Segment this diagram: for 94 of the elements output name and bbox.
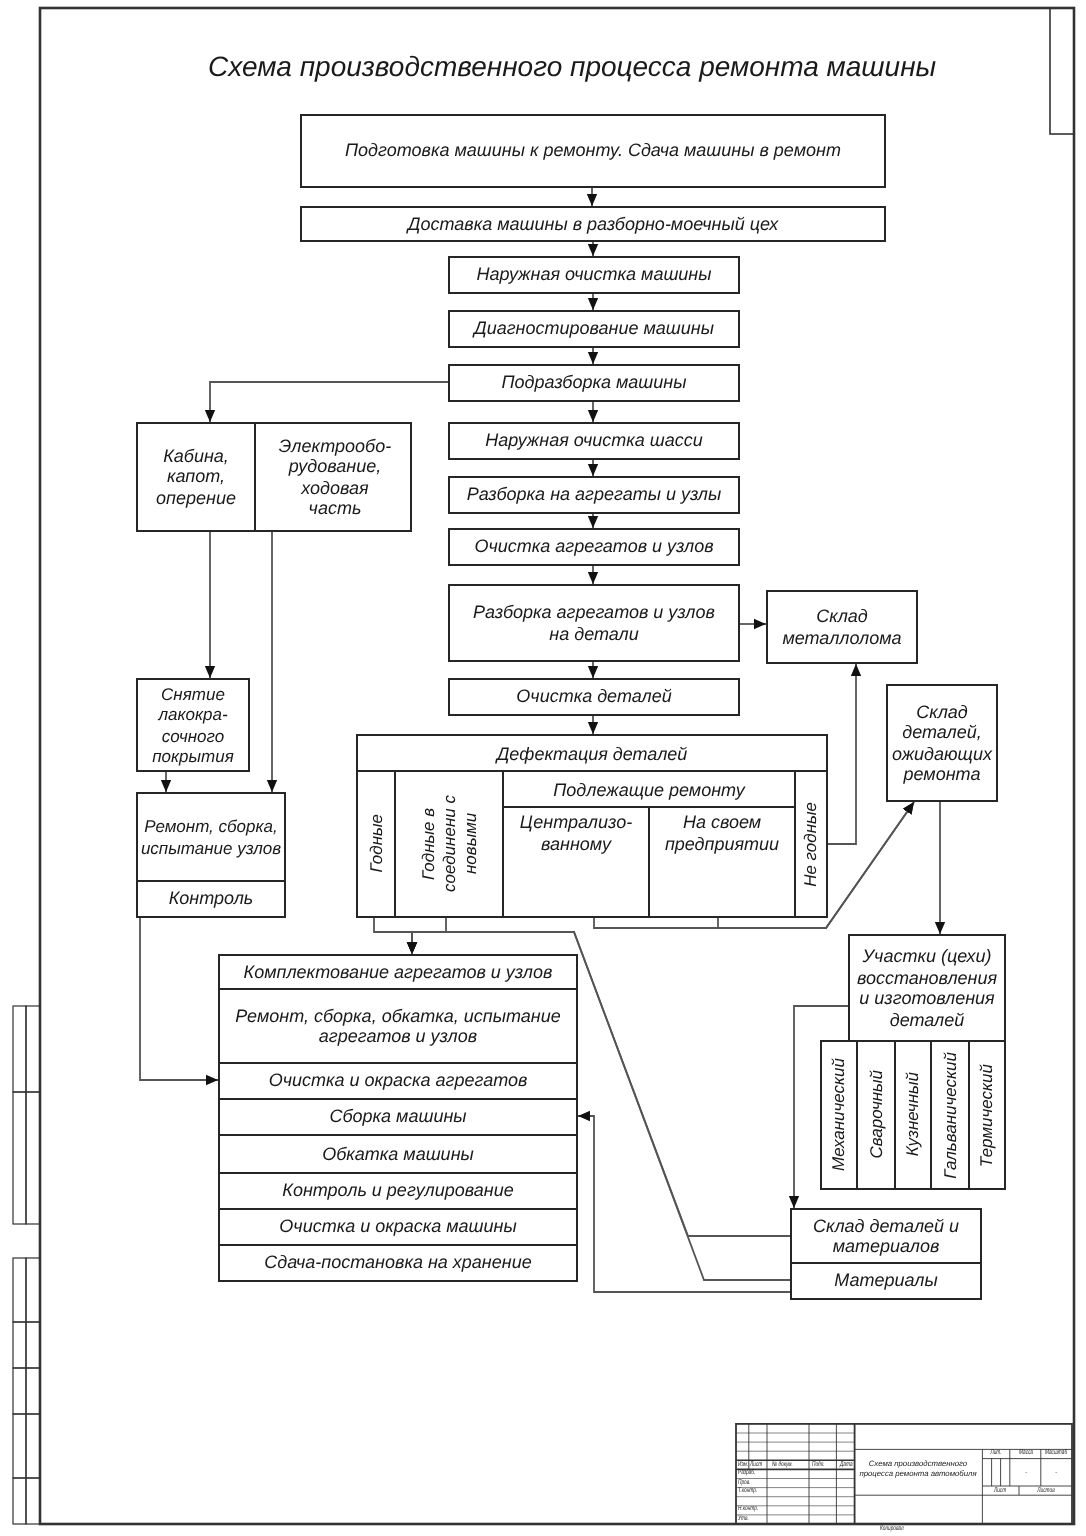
process-box (448, 422, 740, 460)
step-label: Подготовка машины к ремонту. Сдача машины в ремонт (345, 140, 841, 162)
arrow (827, 663, 862, 845)
table-header: Дефектация деталей (493, 741, 690, 768)
inspection-table (356, 734, 828, 918)
process-box (448, 364, 740, 402)
process-row (218, 988, 578, 1064)
process-box (448, 256, 740, 294)
storage-box (790, 1208, 982, 1264)
step-label: Разборка агрегатов и узлов на детали (471, 602, 717, 644)
process-box (448, 476, 740, 514)
step-label: Разборка на агрегаты и узлы (466, 484, 722, 506)
arrow (587, 401, 599, 423)
step-label: Ремонт, сборка, испытание узлов (140, 816, 282, 858)
step-label: Кабина, капот, оперение (154, 445, 238, 509)
table-header: Подлежащие ремонту (551, 777, 748, 804)
storage-box (766, 590, 918, 664)
step-label: Материалы (834, 1270, 938, 1292)
arrow (587, 661, 599, 679)
step-label: Склад деталей и материалов (810, 1215, 962, 1257)
step-label: Обкатка машины (322, 1143, 474, 1165)
process-box (136, 422, 256, 532)
arrow (587, 293, 599, 311)
process-box (300, 206, 886, 242)
arrow (587, 459, 599, 477)
step-label: Снятие лакокра- сочного покрытия (150, 683, 236, 767)
step-label: Очистка агрегатов и узлов (474, 536, 714, 558)
arrow (587, 565, 599, 585)
arrow (739, 618, 767, 630)
step-label: Электрообо- рудование, ходовая часть (278, 435, 392, 519)
step-label: Доставка машины в разборно-моечный цех (407, 213, 779, 235)
step-label: Сборка машины (329, 1106, 467, 1128)
column-label: Термический (976, 1063, 998, 1167)
step-label: Сдача-постановка на хранение (264, 1252, 532, 1274)
step-label: Очистка и окраска агрегатов (268, 1070, 528, 1092)
step-label: Контроль и регулирование (282, 1180, 514, 1202)
step-label: Комплектование агрегатов и узлов (243, 961, 553, 983)
process-box (448, 528, 740, 566)
column-label: Механический (828, 1058, 850, 1172)
storage-box (790, 1262, 982, 1300)
diagram-title: Схема производственного процесса ремонта машины (208, 48, 937, 84)
process-row (218, 1134, 578, 1174)
step-label: На своем предприятии (662, 812, 782, 854)
storage-box (886, 684, 998, 802)
step-label: Наружная очистка шасси (485, 430, 703, 452)
arrow (586, 187, 598, 207)
process-row (218, 1062, 578, 1100)
arrow (717, 801, 915, 929)
process-row (218, 1244, 578, 1282)
process-box (254, 422, 412, 532)
process-row (218, 954, 578, 990)
column-label: Кузнечный (902, 1072, 924, 1158)
step-label: Ремонт, сборка, обкатка, испытание агрегатов и узлов (233, 1005, 563, 1047)
step-label: Наружная очистка машины (476, 264, 712, 286)
process-row (218, 1098, 578, 1136)
step-label: Очистка и окраска машины (279, 1216, 517, 1238)
process-box (136, 880, 286, 918)
column-label: Сварочный (865, 1070, 887, 1160)
arrow (160, 771, 172, 793)
column-label: Годные в соединени с новыми (417, 793, 481, 897)
workshop-column (968, 1040, 1006, 1190)
step-label: Склад деталей, ожидающих ремонта (892, 701, 992, 785)
process-box (136, 678, 250, 772)
step-label: Подразборка машины (501, 372, 687, 394)
process-box (136, 792, 286, 882)
arrow (139, 917, 219, 1086)
arrow (934, 801, 946, 935)
arrow (788, 1005, 849, 1209)
workshop-box (848, 934, 1006, 1042)
arrow (577, 1110, 791, 1293)
step-label: Централизо- ванному (517, 812, 635, 854)
workshop-column (820, 1040, 858, 1190)
arrow (587, 347, 599, 365)
arrow (587, 513, 599, 529)
column-label: Годные (365, 814, 387, 874)
process-row (218, 1208, 578, 1246)
table-group (502, 770, 796, 918)
step-label: Участки (цехи) восстановления и изготовления деталей (854, 946, 1000, 1030)
process-box (300, 114, 886, 188)
arrow (587, 241, 599, 257)
process-box (448, 678, 740, 716)
process-row (218, 1172, 578, 1210)
process-box (448, 584, 740, 662)
arrow (204, 531, 216, 679)
step-label: Очистка деталей (516, 686, 672, 708)
process-box (448, 310, 740, 348)
arrow (266, 531, 278, 793)
arrow (587, 715, 599, 735)
arrow (204, 381, 449, 423)
step-label: Диагностирование машины (474, 318, 714, 340)
step-label: Склад металлолома (780, 606, 904, 648)
column-label: Не годные (800, 801, 822, 887)
column-label: Гальванический (939, 1051, 961, 1179)
step-label: Контроль (168, 888, 254, 910)
